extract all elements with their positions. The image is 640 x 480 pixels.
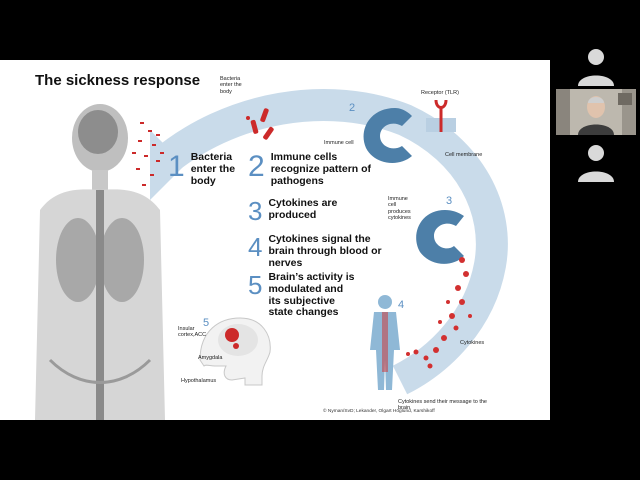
step-2: 2 Immune cells recognize pattern of path… [248, 150, 389, 187]
bacteria-cloud [132, 122, 164, 186]
label-cell-membrane: Cell membrane [445, 152, 483, 158]
immune-cell-icon [363, 108, 412, 163]
slide-title: The sickness response [35, 72, 201, 89]
label-send-message: Cytokines send their message to the brai… [398, 399, 487, 412]
cycle-arrow-head [150, 130, 185, 200]
bacteria-icon [246, 108, 274, 140]
participant-tile-1[interactable] [556, 40, 636, 86]
copyright-note: © Nyman/SvD; Lekander, Olgart Höglund, K… [323, 409, 435, 414]
slide-illustration [35, 89, 508, 420]
presentation-slide: The sickness response 1 Bacteria enter t… [0, 60, 550, 420]
label-bacteria: Bacteria enter the body [220, 76, 242, 95]
brain-head-illustration [199, 317, 271, 386]
label-insular: Insular cortex,ACC [178, 326, 207, 339]
participant-tile-2[interactable] [556, 89, 636, 135]
step-text: Immune cells recognize pattern of pathog… [270, 151, 372, 187]
step-number: 5 [248, 270, 263, 300]
step-text: Brain’s activity is modulated and its su… [268, 271, 355, 319]
cycle-number-5: 5 [203, 317, 210, 329]
label-hypothalamus: Hypothalamus [181, 378, 217, 384]
label-amygdala: Amygdala [198, 355, 223, 361]
cycle-number-2: 2 [349, 102, 356, 114]
cycle-number-4: 4 [398, 299, 405, 311]
step-text: Cytokines signal the brain through blood… [268, 233, 382, 269]
avatar-icon [578, 145, 614, 182]
step-text: Bacteria enter the body [190, 151, 236, 187]
cytokine-dots [406, 257, 472, 369]
step-number: 1 [168, 150, 185, 183]
step-4: 4 Cytokines signal the brain through blo… [248, 232, 386, 269]
step-3: 3 Cytokines are produced [248, 196, 378, 226]
avatar-icon [578, 49, 614, 86]
label-immune-cell: Immune cell [324, 140, 354, 146]
step-1: 1 Bacteria enter the body [168, 150, 253, 187]
step-number: 4 [248, 232, 263, 262]
step-5: 5 Brain’s activity is modulated and its … [248, 270, 355, 319]
cycle-number-3: 3 [446, 195, 453, 207]
step-text: Cytokines are produced [268, 197, 338, 221]
human-anatomy-figure [35, 104, 165, 420]
label-immune-produces: Immune cell produces cytokines [388, 196, 411, 221]
step-number: 3 [248, 196, 263, 226]
label-cytokines: Cytokines [460, 340, 485, 346]
person-silhouette [370, 295, 400, 390]
flow-dashes [178, 135, 361, 211]
step-number: 2 [248, 150, 265, 183]
label-receptor: Receptor (TLR) [421, 90, 459, 96]
participant-video [556, 89, 636, 135]
participant-tile-3[interactable] [556, 136, 636, 182]
cytokine-cell-icon [416, 210, 464, 264]
receptor-icon [434, 99, 448, 132]
